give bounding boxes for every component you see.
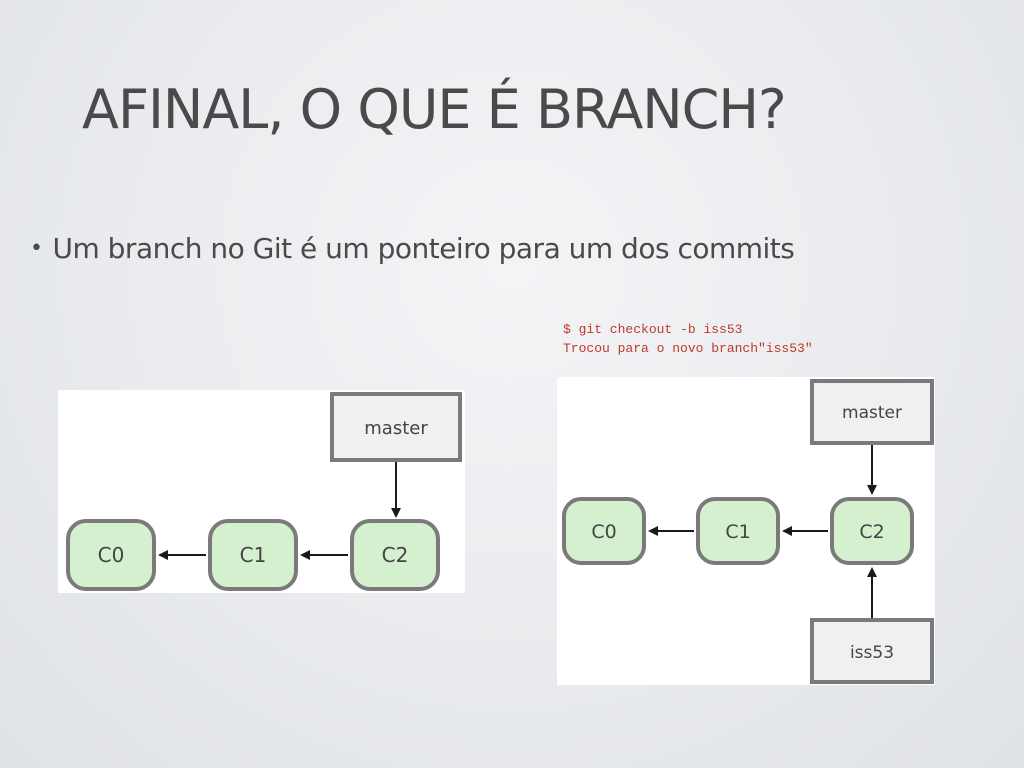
commit-c0: C0 bbox=[562, 497, 646, 565]
right-diagram: master C0 C1 C2 iss53 bbox=[557, 377, 935, 685]
slide-title: AFINAL, O QUE É BRANCH? bbox=[82, 78, 787, 141]
commit-c2: C2 bbox=[830, 497, 914, 565]
bullet-item: • Um branch no Git é um ponteiro para um … bbox=[30, 232, 795, 265]
left-diagram: master C0 C1 C2 bbox=[58, 390, 465, 593]
commit-c0-label: C0 bbox=[591, 521, 616, 543]
commit-c1-label: C1 bbox=[725, 521, 750, 543]
master-label: master bbox=[364, 418, 428, 439]
bullet-dot: • bbox=[30, 236, 43, 261]
commit-c1-label: C1 bbox=[240, 543, 267, 567]
command-line: $ git checkout -b iss53 bbox=[563, 322, 743, 337]
commit-c2-label: C2 bbox=[859, 521, 884, 543]
commit-c0: C0 bbox=[66, 519, 156, 591]
commit-c1: C1 bbox=[208, 519, 298, 591]
master-label: master bbox=[842, 403, 902, 423]
master-pointer: master bbox=[810, 379, 934, 445]
bullet-text: Um branch no Git é um ponteiro para um d… bbox=[52, 232, 795, 265]
iss53-label: iss53 bbox=[850, 643, 894, 663]
commit-c2: C2 bbox=[350, 519, 440, 591]
command-output: Trocou para o novo branch"iss53" bbox=[563, 341, 813, 356]
right-diagram-svg: master C0 C1 C2 iss53 bbox=[562, 379, 934, 684]
master-pointer: master bbox=[330, 392, 462, 462]
commit-c2-label: C2 bbox=[382, 543, 409, 567]
commit-c1: C1 bbox=[696, 497, 780, 565]
commit-c0-label: C0 bbox=[98, 543, 125, 567]
iss53-pointer: iss53 bbox=[810, 618, 934, 684]
left-diagram-svg: master C0 C1 C2 bbox=[66, 392, 462, 591]
